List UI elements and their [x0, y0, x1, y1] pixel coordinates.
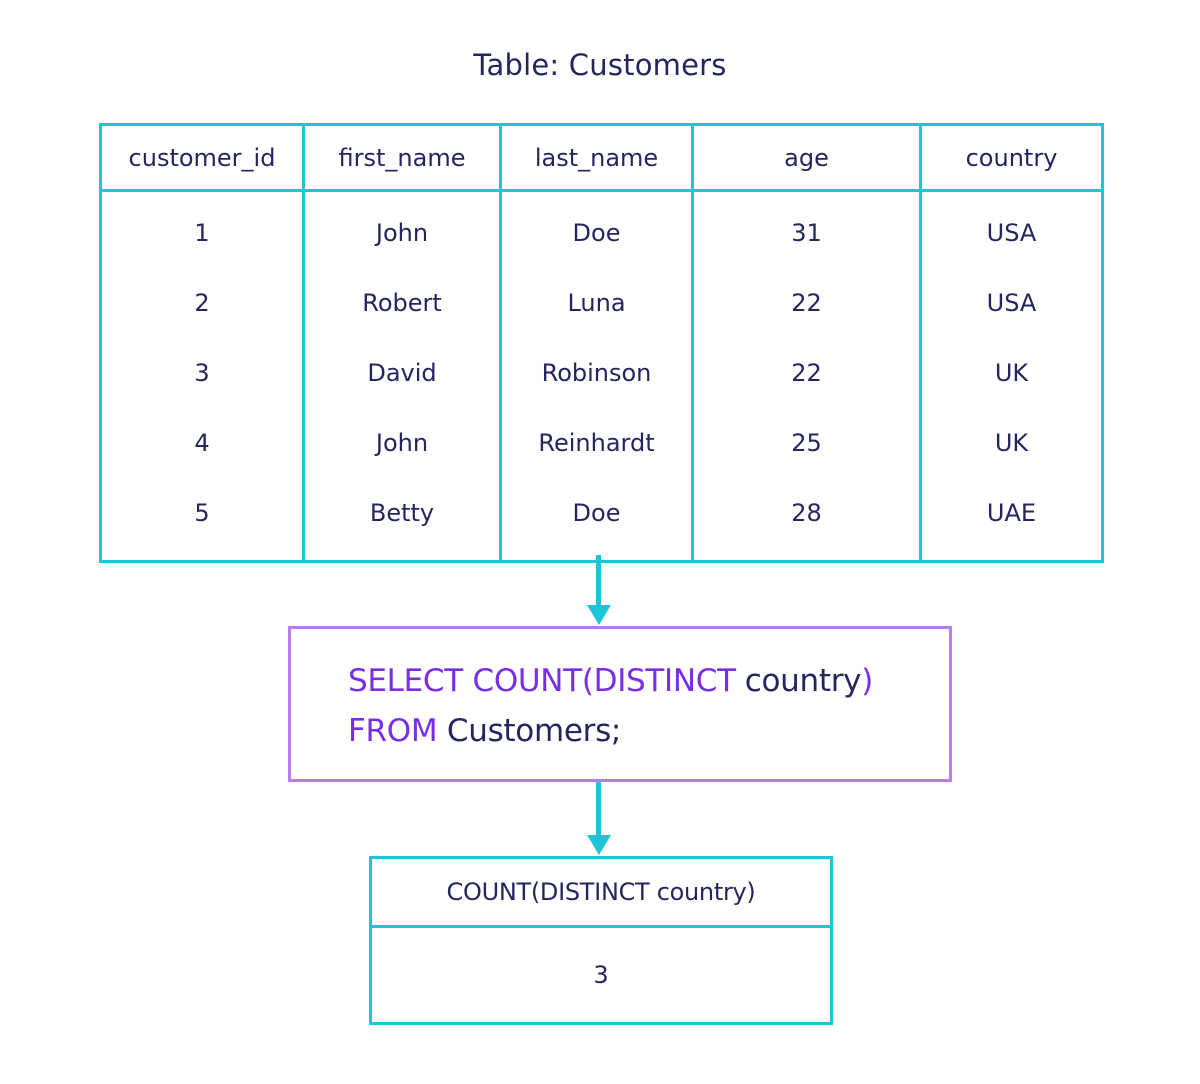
query-line-2: FROM Customers;	[348, 713, 621, 749]
sql-close-paren: )	[861, 663, 874, 699]
column-header-country: country	[919, 123, 1104, 192]
table-row: 2 Robert Luna 22 USA	[99, 268, 1104, 338]
column-header-age: age	[691, 123, 922, 192]
arrow-query-to-result-head	[587, 835, 611, 855]
customers-table: customer_id first_name last_name age cou…	[99, 123, 1104, 563]
cell-customer-id: 5	[99, 478, 305, 563]
cell-first-name: John	[302, 408, 502, 478]
cell-country: UK	[919, 408, 1104, 478]
arrow-table-to-query-line	[596, 555, 601, 607]
cell-first-name: John	[302, 190, 502, 268]
arrow-table-to-query-head	[587, 605, 611, 625]
cell-age: 22	[691, 338, 922, 408]
sql-table-customers: Customers;	[446, 713, 622, 749]
arrow-query-to-result-line	[596, 782, 601, 837]
cell-age: 22	[691, 268, 922, 338]
cell-customer-id: 2	[99, 268, 305, 338]
column-header-first-name: first_name	[302, 123, 502, 192]
cell-country: UK	[919, 338, 1104, 408]
column-header-customer-id: customer_id	[99, 123, 305, 192]
cell-last-name: Doe	[499, 190, 694, 268]
sql-keyword-count-distinct: COUNT(DISTINCT	[472, 663, 736, 699]
cell-last-name: Reinhardt	[499, 408, 694, 478]
diagram-title: Table: Customers	[473, 48, 727, 82]
cell-country: USA	[919, 268, 1104, 338]
cell-first-name: Robert	[302, 268, 502, 338]
cell-age: 31	[691, 190, 922, 268]
table-row: 3 David Robinson 22 UK	[99, 338, 1104, 408]
cell-customer-id: 3	[99, 338, 305, 408]
table-row: 4 John Reinhardt 25 UK	[99, 408, 1104, 478]
table-row: 5 Betty Doe 28 UAE	[99, 478, 1104, 563]
result-table: COUNT(DISTINCT country) 3	[369, 856, 833, 1025]
cell-country: UAE	[919, 478, 1104, 563]
cell-first-name: David	[302, 338, 502, 408]
customers-header-row: customer_id first_name last_name age cou…	[99, 123, 1104, 192]
table-row: 1 John Doe 31 USA	[99, 190, 1104, 268]
column-header-last-name: last_name	[499, 123, 694, 192]
cell-last-name: Luna	[499, 268, 694, 338]
result-value-cell: 3	[593, 961, 609, 989]
cell-last-name: Doe	[499, 478, 694, 563]
cell-age: 28	[691, 478, 922, 563]
cell-age: 25	[691, 408, 922, 478]
result-column-header: COUNT(DISTINCT country)	[372, 859, 830, 928]
cell-first-name: Betty	[302, 478, 502, 563]
cell-last-name: Robinson	[499, 338, 694, 408]
cell-country: USA	[919, 190, 1104, 268]
sql-column-country: country	[744, 663, 862, 699]
sql-keyword-from: FROM	[348, 713, 438, 749]
cell-customer-id: 4	[99, 408, 305, 478]
sql-keyword-select: SELECT	[348, 663, 463, 699]
cell-customer-id: 1	[99, 190, 305, 268]
